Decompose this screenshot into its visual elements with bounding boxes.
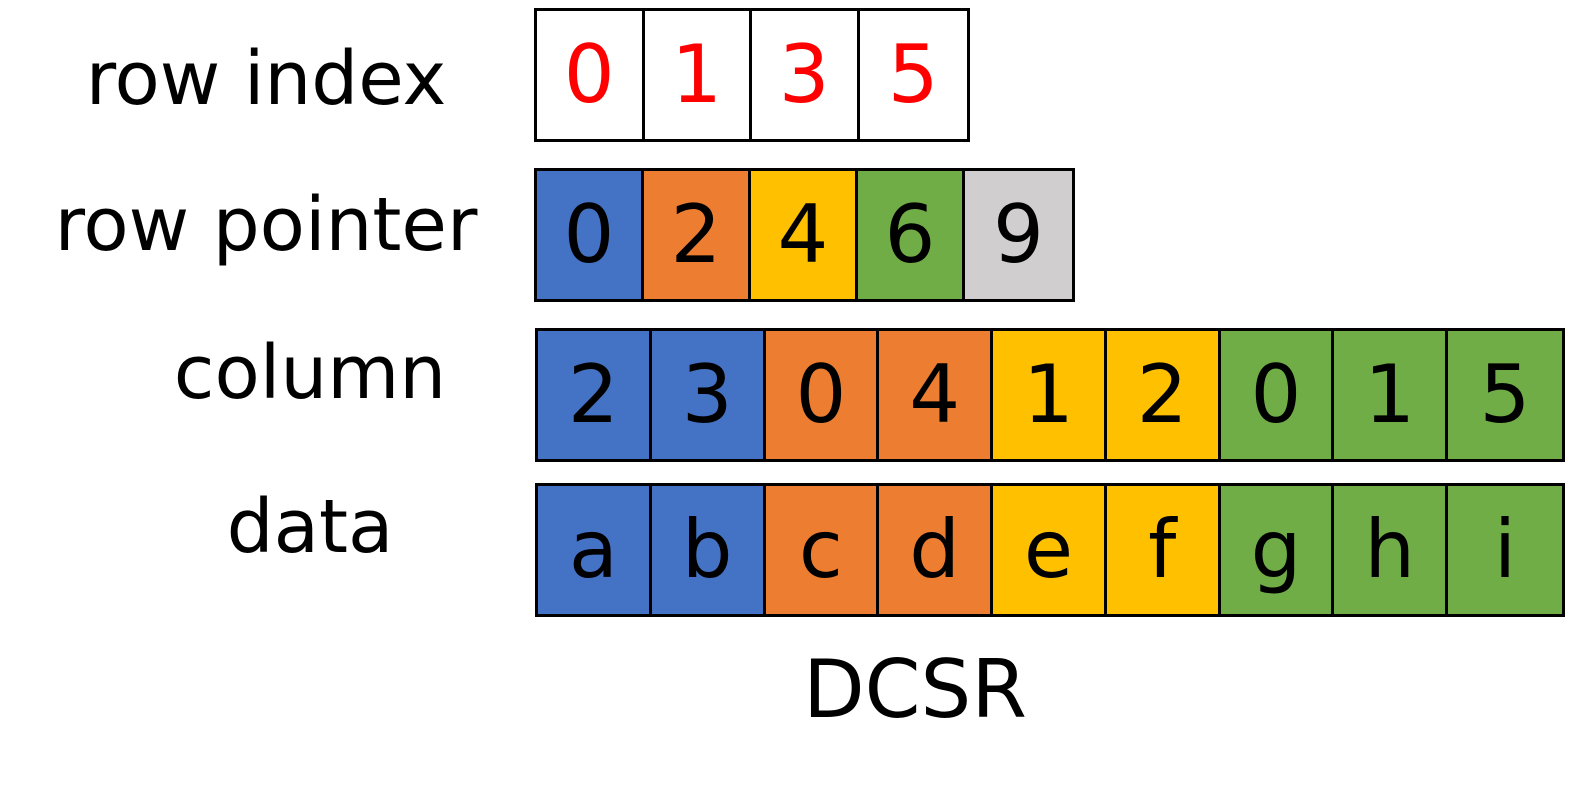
row-pointer-cell: 2 [644, 171, 751, 299]
data-cell: f [1106, 486, 1221, 614]
column-cell: 2 [1106, 331, 1221, 459]
row-index-cell: 1 [644, 11, 752, 139]
data-cell: b [651, 486, 766, 614]
row-pointer-cell: 6 [858, 171, 965, 299]
data-cell: c [765, 486, 880, 614]
column-cell: 3 [651, 331, 766, 459]
column-cell: 5 [1448, 331, 1562, 459]
row-pointer-cell: 0 [537, 171, 644, 299]
column-cell: 1 [993, 331, 1107, 459]
diagram-caption: DCSR [803, 643, 1027, 736]
data-cell: i [1448, 486, 1562, 614]
column-label: column [173, 330, 447, 416]
column-cell: 2 [538, 331, 652, 459]
row-index-cell: 0 [537, 11, 645, 139]
data-cell: e [993, 486, 1107, 614]
column-cell: 0 [1220, 331, 1335, 459]
column-cell: 4 [879, 331, 994, 459]
row-index-label: row index [85, 36, 447, 122]
data-cell: g [1220, 486, 1335, 614]
row-pointer-cell: 9 [965, 171, 1072, 299]
row-index-cell: 5 [859, 11, 967, 139]
row-pointer-cell: 4 [751, 171, 858, 299]
data-cell: h [1334, 486, 1449, 614]
column-cell: 1 [1334, 331, 1449, 459]
data-label: data [226, 484, 394, 570]
row-pointer-label: row pointer [54, 182, 478, 268]
data-cell: a [538, 486, 652, 614]
data-cell: d [879, 486, 994, 614]
row-index-cell: 3 [752, 11, 860, 139]
column-cell: 0 [765, 331, 880, 459]
